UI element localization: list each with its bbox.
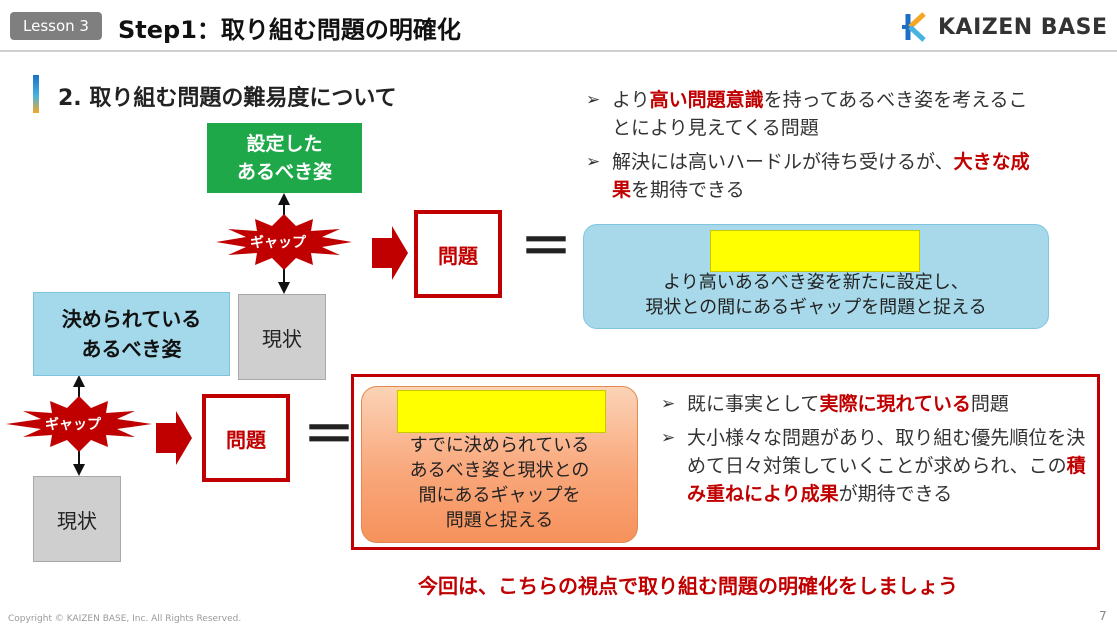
bullet-text: 大小様々な問題があり、取り組む優先順位を決めて日々対策していくことが求められ、こ…	[687, 424, 1097, 508]
arrow-bullet-icon: ➢	[661, 394, 676, 414]
bullet-phrase: 既に事実として	[687, 393, 820, 415]
section-accent-bar	[33, 75, 39, 113]
top-gap-starburst	[216, 214, 352, 270]
logo-text: KAIZEN BASE	[938, 14, 1108, 40]
arrow-bullet-icon: ➢	[586, 152, 601, 172]
page-title: Step1：取り組む問題の明確化	[118, 16, 461, 44]
bullet-phrase: を期待できる	[631, 179, 745, 201]
bullet-phrase: より	[612, 89, 650, 111]
top-description-text: より高いあるべき姿を新たに設定し、 現状との間にあるギャップを問題と捉える	[645, 272, 987, 318]
bullet-text: 既に事実として実際に現れている問題	[687, 390, 1009, 418]
bottom-description-text: すでに決められている あるべき姿と現状との 間にあるギャップを 問題と捉える	[409, 435, 590, 531]
bottom-gap-label: ギャップ	[45, 417, 101, 433]
equals-sign-bottom: ＝	[303, 406, 356, 466]
highlighted-phrase: 積み重ねにより成果	[687, 455, 1086, 505]
highlighted-phrase: 実際に現れている	[819, 393, 971, 415]
top-highlight-block	[710, 230, 920, 272]
top-block-arrow	[372, 226, 408, 280]
bullet-item: ➢ 大小様々な問題があり、取り組む優先順位を決めて日々対策していくことが求められ、…	[661, 424, 1097, 508]
top-gap-label: ギャップ	[250, 235, 306, 251]
top-bullet-list: ➢ より高い問題意識を持ってあるべき姿を考えることにより見えてくる問題 ➢ 解決には高…	[586, 86, 1046, 210]
problem-box-bottom: 問題	[202, 394, 290, 482]
bullet-text: より高い問題意識を持ってあるべき姿を考えることにより見えてくる問題	[612, 86, 1046, 142]
bullet-phrase: 大小様々な問題があり、取り組む優先順位を決めて日々対策していくことが求められ、こ…	[687, 427, 1086, 477]
copyright-text: Copyright © KAIZEN BASE, Inc. All Rights…	[8, 614, 242, 624]
current-state-box-top: 現状	[238, 294, 326, 380]
bottom-arrow-down-head	[73, 464, 85, 476]
highlighted-phrase: 高い問題意識	[649, 89, 764, 111]
bullet-phrase: 解決には高いハードルが待ち受けるが、	[612, 151, 954, 173]
bullet-item: ➢ 既に事実として実際に現れている問題	[661, 390, 1097, 418]
top-arrow-down-head	[278, 282, 290, 294]
highlighted-phrase: 大きな成果	[612, 151, 1030, 201]
ideal-state-set-box: 設定した あるべき姿	[207, 123, 362, 193]
bullet-item: ➢ 解決には高いハードルが待ち受けるが、大きな成果を期待できる	[586, 148, 1046, 204]
bottom-gap-starburst	[6, 396, 152, 452]
arrow-bullet-icon: ➢	[661, 428, 676, 448]
arrow-bullet-icon: ➢	[586, 90, 601, 110]
bullet-phrase: が期待できる	[838, 483, 953, 505]
header-divider	[0, 50, 1117, 52]
logo: KAIZEN BASE	[900, 10, 1110, 44]
kaizen-logo-icon	[902, 12, 926, 42]
bottom-block-arrow	[156, 411, 192, 465]
lesson-badge: Lesson 3	[10, 12, 102, 40]
conclusion-text: 今回は、こちらの視点で取り組む問題の明確化をしましょう	[418, 574, 958, 598]
page-number: 7	[1099, 609, 1107, 623]
ideal-state-given-box: 決められている あるべき姿	[33, 292, 230, 376]
section-title: 2. 取り組む問題の難易度について	[58, 86, 397, 111]
equals-sign-top: ＝	[520, 218, 573, 278]
problem-box-top: 問題	[414, 210, 502, 298]
bullet-text: 解決には高いハードルが待ち受けるが、大きな成果を期待できる	[612, 148, 1046, 204]
bullet-phrase: 問題	[970, 393, 1009, 415]
bottom-bullet-list: ➢ 既に事実として実際に現れている問題 ➢ 大小様々な問題があり、取り組む優先順位を決…	[661, 390, 1097, 514]
bullet-item: ➢ より高い問題意識を持ってあるべき姿を考えることにより見えてくる問題	[586, 86, 1046, 142]
top-arrow-up-head	[278, 193, 290, 205]
bottom-highlight-block	[397, 390, 606, 433]
current-state-box-bottom: 現状	[33, 476, 121, 562]
bottom-arrow-up-head	[73, 375, 85, 387]
bullet-phrase: を持ってあるべき姿を考えることにより見えてくる問題	[612, 89, 1028, 139]
